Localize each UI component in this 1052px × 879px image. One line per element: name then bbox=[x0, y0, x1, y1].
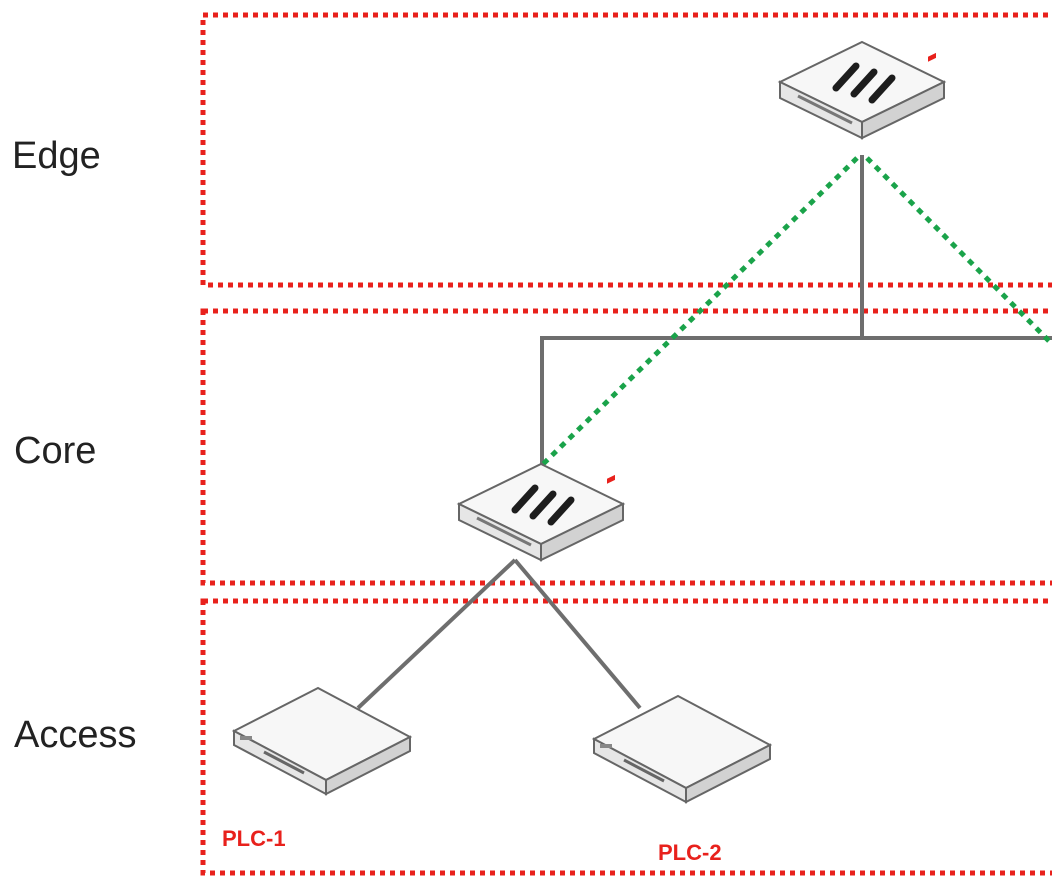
zone-core-border bbox=[200, 308, 1052, 586]
link-edge-to-core-dotted bbox=[537, 156, 859, 470]
zone-access-label: Access bbox=[14, 714, 136, 756]
link-core-to-plc2 bbox=[513, 558, 642, 710]
edge-firewall[interactable] bbox=[780, 42, 944, 138]
link-core-bus bbox=[540, 336, 1052, 470]
access-device-plc-2[interactable]: PLC-2 bbox=[592, 694, 772, 865]
access-device-plc-1[interactable]: PLC-1 bbox=[222, 686, 412, 851]
firewall-icon bbox=[459, 464, 623, 560]
zone-edge-label: Edge bbox=[12, 135, 101, 177]
switch-icon bbox=[592, 694, 772, 804]
wireless-links bbox=[537, 156, 1052, 470]
device-label-plc-1: PLC-1 bbox=[222, 826, 286, 851]
zone-edge-border bbox=[200, 12, 1052, 288]
core-firewall[interactable] bbox=[459, 464, 623, 560]
device-label-plc-2: PLC-2 bbox=[658, 840, 722, 865]
wired-links bbox=[356, 155, 1052, 710]
link-edge-to-right-dotted bbox=[865, 156, 1052, 344]
link-core-to-plc1 bbox=[356, 558, 517, 710]
switch-icon bbox=[232, 686, 412, 796]
zone-access: Access bbox=[14, 598, 1052, 876]
zone-edge: Edge bbox=[12, 12, 1052, 288]
firewall-icon bbox=[780, 42, 944, 138]
zone-access-border bbox=[200, 598, 1052, 876]
zone-core: Core bbox=[14, 308, 1052, 586]
zone-core-label: Core bbox=[14, 430, 96, 472]
